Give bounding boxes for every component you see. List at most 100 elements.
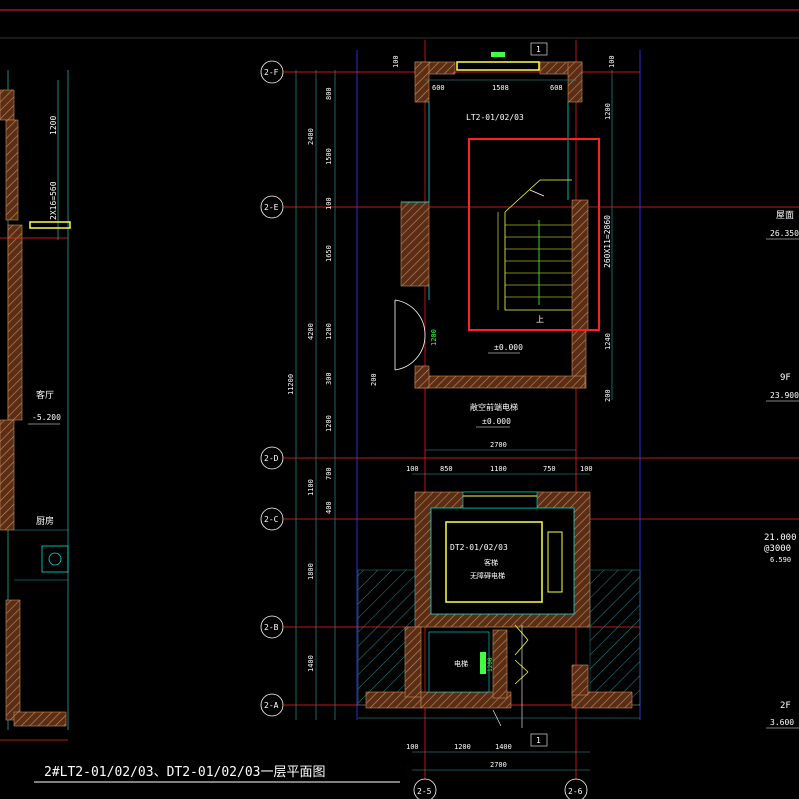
stair-door-note: 1200 <box>430 329 438 346</box>
left-inner-dim-3: 1650 <box>325 245 333 262</box>
left-lower-dim-1: 700 <box>325 467 333 480</box>
left-wall-1 <box>0 89 15 121</box>
elev-dim-3: 750 <box>543 465 556 473</box>
axis-2-5[interactable]: 2-5 <box>413 778 437 799</box>
elev-dim-4: 100 <box>580 465 593 473</box>
pit-wall-right-post <box>571 664 589 696</box>
axis-2-6[interactable]: 2-6 <box>564 778 588 799</box>
left-lower-dim-0: 1200 <box>325 415 333 432</box>
bottom-total-dim: 2700 <box>490 761 507 769</box>
axis-2b[interactable]: 2-B <box>260 615 284 639</box>
stair-entry-door[interactable] <box>394 299 426 371</box>
svg-text:2-A: 2-A <box>264 701 279 710</box>
floor-9-level: 23.900 <box>770 391 799 400</box>
left-inner-dim-0: 800 <box>325 87 333 100</box>
lobby-label: 敞空前端电梯 <box>470 402 518 412</box>
pit-label: 电梯 <box>454 659 468 668</box>
elevator-type: 客梯 <box>484 558 498 567</box>
roof-label: 屋面 <box>776 210 794 221</box>
left-window-note: 2X16=560 <box>49 181 58 220</box>
left-inner-dim-6: 200 <box>370 373 378 386</box>
axis-2a[interactable]: 2-A <box>260 693 284 717</box>
left-lower-dim-5: 1400 <box>307 655 315 672</box>
axis-bubbles: 2-F 2-E 2-D 2-C 2-B 2-A 2-5 2-6 <box>260 60 588 799</box>
elev-dim-0: 100 <box>406 465 419 473</box>
lobby-width-dim: 2700 <box>490 441 507 449</box>
right-dim-3: 200 <box>604 389 612 402</box>
left-window <box>29 221 71 229</box>
dimensions: 1 100 100 600 1508 608 2400 4200 11200 8… <box>287 42 616 771</box>
selection-box[interactable] <box>468 138 600 331</box>
top-tag-box <box>530 42 548 56</box>
top-dim-2: 608 <box>550 84 563 92</box>
lobby-level: ±0.000 <box>482 417 511 426</box>
bottom-dim-2: 1400 <box>495 743 512 751</box>
elev-dim-1: 850 <box>440 465 453 473</box>
stair-wall-bottom-left <box>414 365 430 389</box>
main-plan: 1200 LT2-01/02/03 上 ±0.000 260X11=2860 敞… <box>284 40 799 790</box>
elevator-door-opening <box>462 491 538 509</box>
bottom-dim-0: 100 <box>406 743 419 751</box>
left-room-level: -5.200 <box>32 413 61 422</box>
left-wall-3 <box>7 224 23 421</box>
stair-wall-bottom <box>414 375 586 389</box>
left-outer-dim-0: 2400 <box>307 128 315 145</box>
left-outer-dim-2: 11200 <box>287 374 295 395</box>
elev-dim-2: 1100 <box>490 465 507 473</box>
left-lower-dim-4: 1800 <box>307 563 315 580</box>
axis-2d[interactable]: 2-D <box>260 446 284 470</box>
mid-level-2: @3000 <box>764 544 791 554</box>
stair-riser-note: 260X11=2860 <box>603 215 612 268</box>
roof-level: 26.350( <box>770 229 799 238</box>
left-dim-1200: 1200 <box>49 116 58 135</box>
bottom-tag: 1 <box>536 736 541 745</box>
left-lower-dim-2: 1100 <box>307 479 315 496</box>
svg-text:2-D: 2-D <box>264 454 279 463</box>
left-sink <box>41 545 69 573</box>
bottom-dim-1: 1200 <box>454 743 471 751</box>
mid-level-1: 21.000 <box>764 533 797 543</box>
pit-wall-left-post <box>404 626 422 698</box>
svg-text:2-5: 2-5 <box>417 787 432 796</box>
stair-wall-top-left-post <box>414 61 430 103</box>
pit-shaft-area <box>428 631 490 693</box>
pit-note: 1200 <box>487 657 494 672</box>
svg-text:2-B: 2-B <box>264 623 279 632</box>
bottom-tag-box <box>530 733 548 747</box>
left-outer-dim-1: 4200 <box>307 323 315 340</box>
axis-2e[interactable]: 2-E <box>260 195 284 219</box>
right-dim-2: 1240 <box>604 333 612 350</box>
left-inner-dim-5: 300 <box>325 372 333 385</box>
left-wall-5 <box>5 599 21 721</box>
elevator-accessible: 无障碍电梯 <box>470 571 505 580</box>
axis-2c[interactable]: 2-C <box>260 507 284 531</box>
top-dim-0: 600 <box>432 84 445 92</box>
lower-hatch-right <box>589 569 641 706</box>
left-wall-2 <box>5 119 19 221</box>
top-right-dim: 100 <box>608 55 616 68</box>
top-dim-1: 1508 <box>492 84 509 92</box>
stair-top-window <box>456 61 540 71</box>
stair-up-label: 上 <box>536 315 544 324</box>
right-dim-0: 1200 <box>604 103 612 120</box>
elevator-car[interactable] <box>445 521 543 603</box>
elevator-counterweight <box>547 531 563 593</box>
pit-wall-right <box>571 691 633 709</box>
left-wall-4 <box>0 419 15 531</box>
left-inner-dim-1: 1500 <box>325 148 333 165</box>
floor-2-level: 3.600 <box>770 718 794 727</box>
pit-column <box>492 629 508 699</box>
top-left-dim: 100 <box>392 55 400 68</box>
svg-text:2-6: 2-6 <box>568 787 583 796</box>
stair-wall-right-col <box>571 199 589 331</box>
top-tag: 1 <box>536 45 541 54</box>
right-panel: 屋面 26.350( 9F 23.900 21.000 @3000 6.590 … <box>764 210 799 729</box>
drawing-title: 2#LT2-01/02/03、DT2-01/02/03一层平面图 <box>44 765 326 780</box>
floor-2-label: 2F <box>780 701 791 711</box>
axis-2f-top[interactable]: 2-F <box>260 60 284 84</box>
pit-door-swings[interactable] <box>514 624 529 728</box>
svg-text:2-E: 2-E <box>264 203 279 212</box>
elevator-name: DT2-01/02/03 <box>450 543 508 552</box>
left-inner-dim-4: 1200 <box>325 323 333 340</box>
